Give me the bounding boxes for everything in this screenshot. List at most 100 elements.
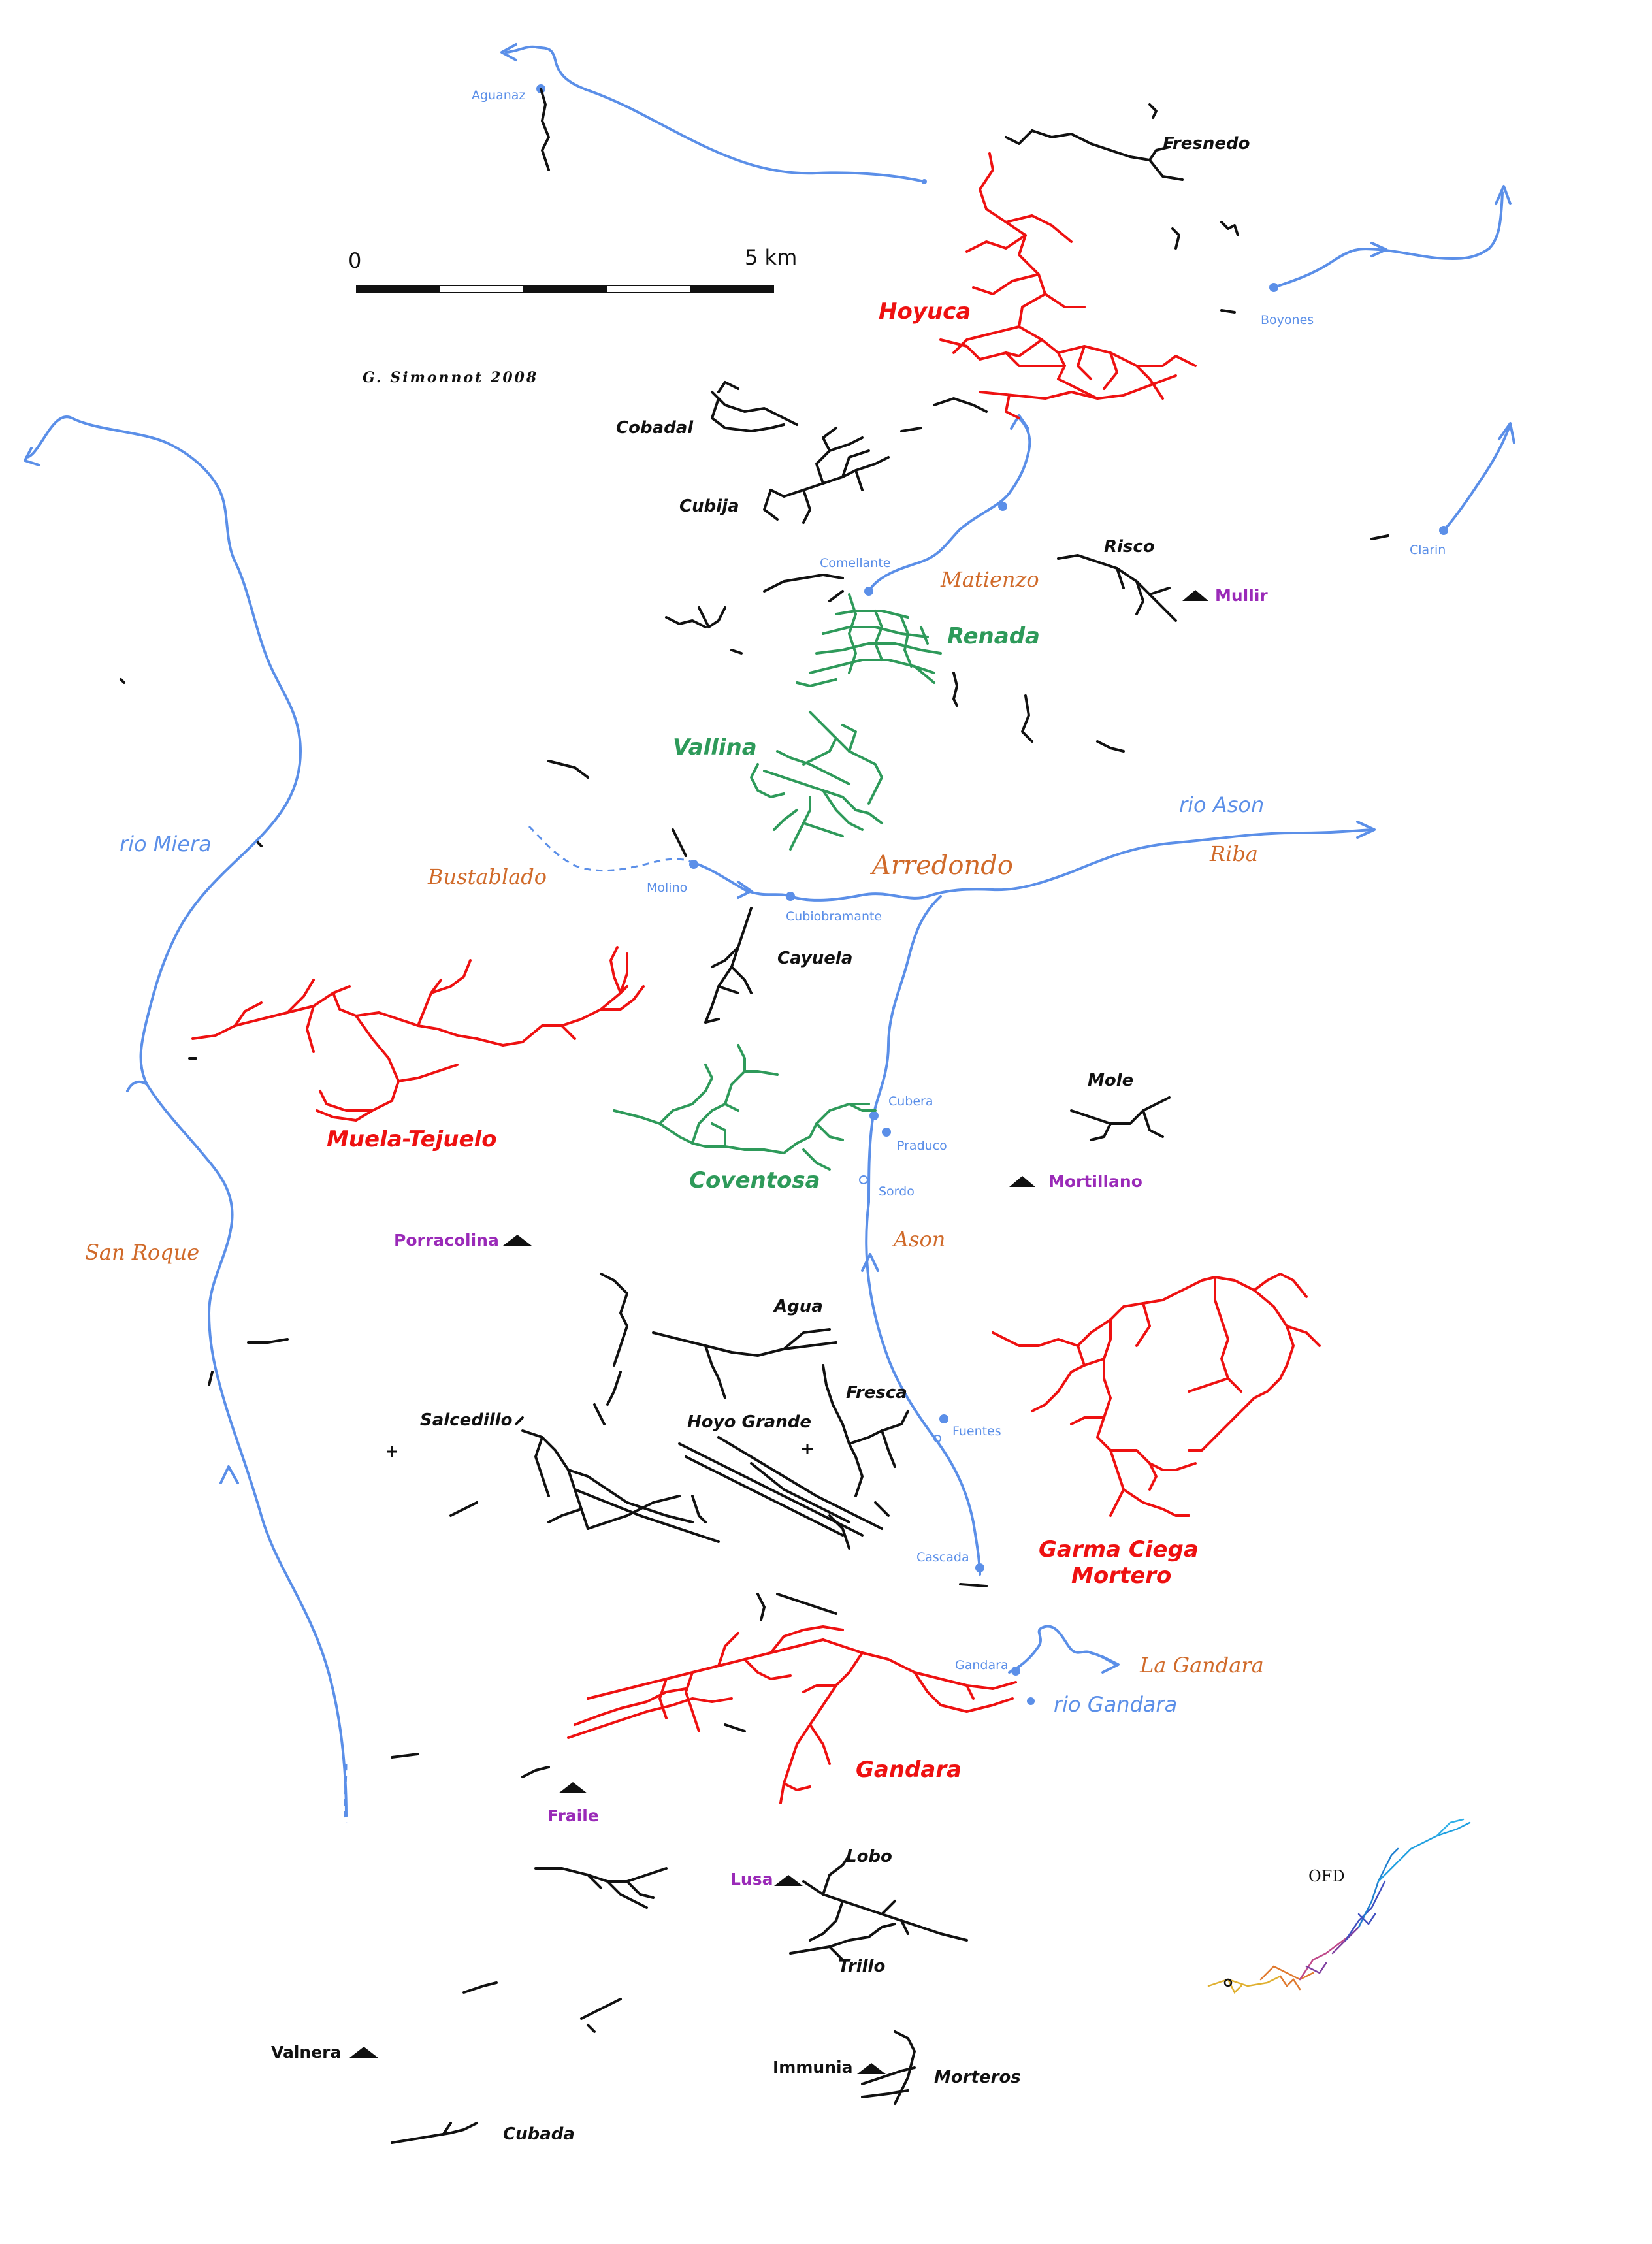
river-labels: rio Miera rio Ason rio Gandara — [120, 792, 1264, 1717]
peak-icon-immunia — [857, 2063, 886, 2074]
cave-gandara-survey — [567, 1625, 1017, 1804]
spring-dot-cubera — [869, 1111, 879, 1120]
scale-seg-4 — [606, 285, 691, 293]
river-ason-main — [691, 828, 1373, 902]
cave-label-gandara: Gandara — [856, 1757, 962, 1783]
river-arrow-miera-top — [24, 447, 40, 466]
author-signature: G. Simonnot 2008 — [363, 369, 538, 386]
river-arrow-ason-mid — [737, 881, 753, 899]
spring-label-gandara: Gandara — [955, 1658, 1009, 1672]
rivers — [24, 43, 1515, 1823]
spring-label-praduco: Praduco — [897, 1139, 947, 1153]
river-label-miera: rio Miera — [120, 832, 212, 856]
spring-label-molino: Molino — [647, 881, 687, 895]
red-cave-labels: Hoyuca Muela-Tejuelo Garma Ciega Mortero… — [327, 299, 1199, 1783]
cave-label-renada: Renada — [947, 623, 1040, 649]
river-aguanaz — [505, 45, 926, 183]
spring-label-sordo: Sordo — [879, 1184, 915, 1199]
green-cave-labels: Renada Vallina Coventosa — [673, 623, 1040, 1194]
village-label-matienzo: Matienzo — [940, 567, 1039, 592]
cave-label-hoyo-grande: Hoyo Grande — [687, 1412, 811, 1432]
village-label-la-gandara: La Gandara — [1139, 1653, 1264, 1678]
scale-seg-5 — [690, 285, 774, 293]
cave-label-vallina: Vallina — [673, 734, 757, 760]
peak-label-valnera: Valnera — [271, 2043, 341, 2062]
cave-label-cobadal: Cobadal — [616, 418, 694, 438]
spring-dot-cubiobramante — [786, 892, 795, 901]
spring-labels: Aguanaz Boyones Clarin Comellante Molino… — [472, 88, 1446, 1672]
spring-label-fuentes: Fuentes — [952, 1424, 1001, 1439]
peak-icon-lusa — [774, 1875, 803, 1886]
spring-label-clarin: Clarin — [1410, 543, 1446, 557]
scale-seg-3 — [523, 285, 607, 293]
spring-label-cascada: Cascada — [916, 1550, 969, 1565]
spring-dot-comellante — [864, 587, 873, 596]
cave-label-salcedillo: Salcedillo — [420, 1410, 512, 1430]
river-comellante — [867, 417, 1031, 593]
spring-label-boyones: Boyones — [1261, 313, 1314, 327]
spring-dot-boyones — [1269, 283, 1278, 292]
river-miera-branch — [126, 1080, 148, 1092]
river-arrow-boyones-mid — [1370, 242, 1387, 257]
river-arrow-gandara — [1101, 1655, 1120, 1674]
cave-label-mole: Mole — [1088, 1071, 1133, 1090]
peak-icon-fraile — [559, 1782, 587, 1793]
peak-icon-porracolina — [503, 1235, 532, 1246]
spring-points — [536, 84, 1448, 1705]
village-label-arredondo: Arredondo — [869, 851, 1013, 881]
spring-dot-cubija-river — [998, 502, 1007, 511]
cave-renada-survey — [796, 593, 942, 687]
village-label-san-roque: San Roque — [85, 1240, 199, 1265]
peak-label-immunia: Immunia — [773, 2058, 852, 2077]
river-arrow-clarin — [1498, 422, 1515, 444]
cave-hoyuca-survey — [939, 152, 1197, 419]
black-cave-labels: Fresnedo Cobadal Cubija Risco Cayuela Mo… — [420, 134, 1250, 2144]
river-arrow-aguanaz — [500, 43, 517, 61]
spring-dot-sordo — [859, 1175, 868, 1184]
scale-bar: 0 5 km — [348, 245, 797, 293]
village-labels: Matienzo Arredondo Riba Bustablado San R… — [85, 567, 1264, 1678]
cave-label-mortero: Mortero — [1071, 1563, 1171, 1589]
river-label-gandara: rio Gandara — [1054, 1692, 1177, 1717]
village-label-bustablado: Bustablado — [427, 864, 547, 889]
cave-label-agua: Agua — [773, 1297, 823, 1316]
spring-label-cubera: Cubera — [888, 1094, 933, 1109]
village-label-ason: Ason — [892, 1227, 945, 1252]
scale-seg-2 — [439, 285, 524, 293]
cave-label-risco: Risco — [1104, 537, 1155, 557]
cave-coventosa-survey — [613, 1044, 877, 1171]
spring-label-cubiobramante: Cubiobramante — [786, 909, 882, 924]
spring-dot-molino — [689, 860, 698, 869]
cave-label-hoyuca: Hoyuca — [879, 299, 971, 325]
cave-label-trillo: Trillo — [838, 1957, 885, 1976]
peak-label-fraile: Fraile — [547, 1806, 599, 1825]
river-bustablado-dashed — [528, 825, 693, 872]
river-arrow-miera-low — [219, 1465, 239, 1484]
peak-icon-mortillano — [1009, 1176, 1035, 1187]
village-label-riba: Riba — [1209, 841, 1258, 866]
cave-garma-ciega-survey — [992, 1273, 1321, 1517]
river-label-ason: rio Ason — [1179, 792, 1264, 817]
cave-label-fresnedo: Fresnedo — [1163, 134, 1250, 154]
river-arrow-ason-south — [861, 1253, 879, 1272]
black-caves — [120, 88, 1389, 2144]
scale-end-label: 5 km — [745, 245, 797, 270]
river-gandara — [1008, 1625, 1118, 1674]
cave-label-cubada: Cubada — [503, 2124, 575, 2144]
peak-labels: Mullir Mortillano Porracolina Fraile Lus… — [271, 586, 1268, 2077]
cave-label-lobo: Lobo — [846, 1847, 892, 1866]
peak-label-porracolina: Porracolina — [394, 1231, 499, 1250]
peak-markers — [349, 590, 1208, 2074]
scale-zero-label: 0 — [348, 248, 361, 273]
river-ason-south — [865, 895, 981, 1576]
spring-dot-cascada — [975, 1563, 984, 1572]
cave-label-fresca: Fresca — [846, 1383, 907, 1403]
river-clarin — [1442, 427, 1510, 532]
river-arrow-boyones — [1495, 185, 1512, 205]
spring-label-comellante: Comellante — [820, 556, 890, 570]
river-boyones — [1272, 191, 1504, 289]
peak-label-mullir: Mullir — [1215, 586, 1268, 605]
peak-icon-mullir — [1182, 590, 1208, 601]
spring-dot-fuentes — [939, 1414, 948, 1423]
